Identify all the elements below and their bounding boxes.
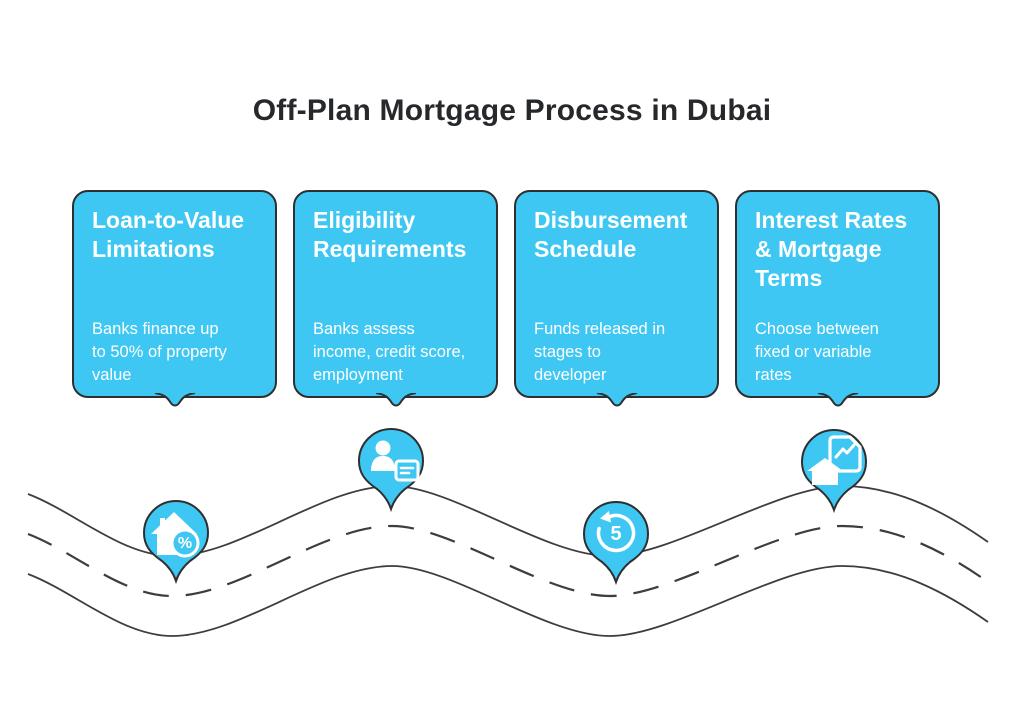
map-pin-eligibility bbox=[358, 428, 424, 510]
road-bottom-edge bbox=[27, 565, 989, 637]
card-tail bbox=[596, 393, 637, 407]
cards-row: Loan-to-Value Limitations Banks finance … bbox=[72, 190, 940, 407]
card-title: Disbursement Schedule bbox=[534, 207, 688, 262]
map-pin-loan-to-value: % bbox=[143, 500, 209, 582]
card-loan-to-value: Loan-to-Value Limitations Banks finance … bbox=[72, 190, 277, 407]
card-title: Loan-to-Value Limitations bbox=[92, 207, 245, 262]
card-body: Banks assess income, credit score, emplo… bbox=[313, 320, 466, 384]
stage-count-label: 5 bbox=[610, 523, 621, 545]
map-pin-disbursement: 5 bbox=[583, 501, 649, 583]
card-interest-rates: Interest Rates & Mortgage Terms Choose b… bbox=[735, 190, 940, 407]
card-tail bbox=[375, 393, 416, 407]
person-document-icon bbox=[371, 440, 420, 482]
page-title: Off-Plan Mortgage Process in Dubai bbox=[252, 94, 772, 127]
house-chart-icon bbox=[807, 435, 862, 485]
clock-history-icon: 5 bbox=[596, 511, 636, 553]
map-pin-interest-rates bbox=[801, 429, 867, 511]
card-body: Choose between fixed or variable rates bbox=[755, 320, 879, 384]
card-title: Eligibility Requirements bbox=[313, 207, 467, 262]
house-percent-icon: % bbox=[151, 512, 200, 558]
percent-glyph: % bbox=[178, 535, 192, 552]
card-disbursement: Disbursement Schedule Funds released in … bbox=[514, 190, 719, 407]
card-title: Interest Rates & Mortgage Terms bbox=[755, 207, 908, 291]
card-body: Funds released in stages to developer bbox=[534, 320, 666, 384]
card-tail bbox=[154, 393, 195, 407]
card-tail bbox=[817, 393, 858, 407]
card-body: Banks finance up to 50% of property valu… bbox=[92, 320, 227, 384]
card-eligibility: Eligibility Requirements Banks assess in… bbox=[293, 190, 498, 407]
